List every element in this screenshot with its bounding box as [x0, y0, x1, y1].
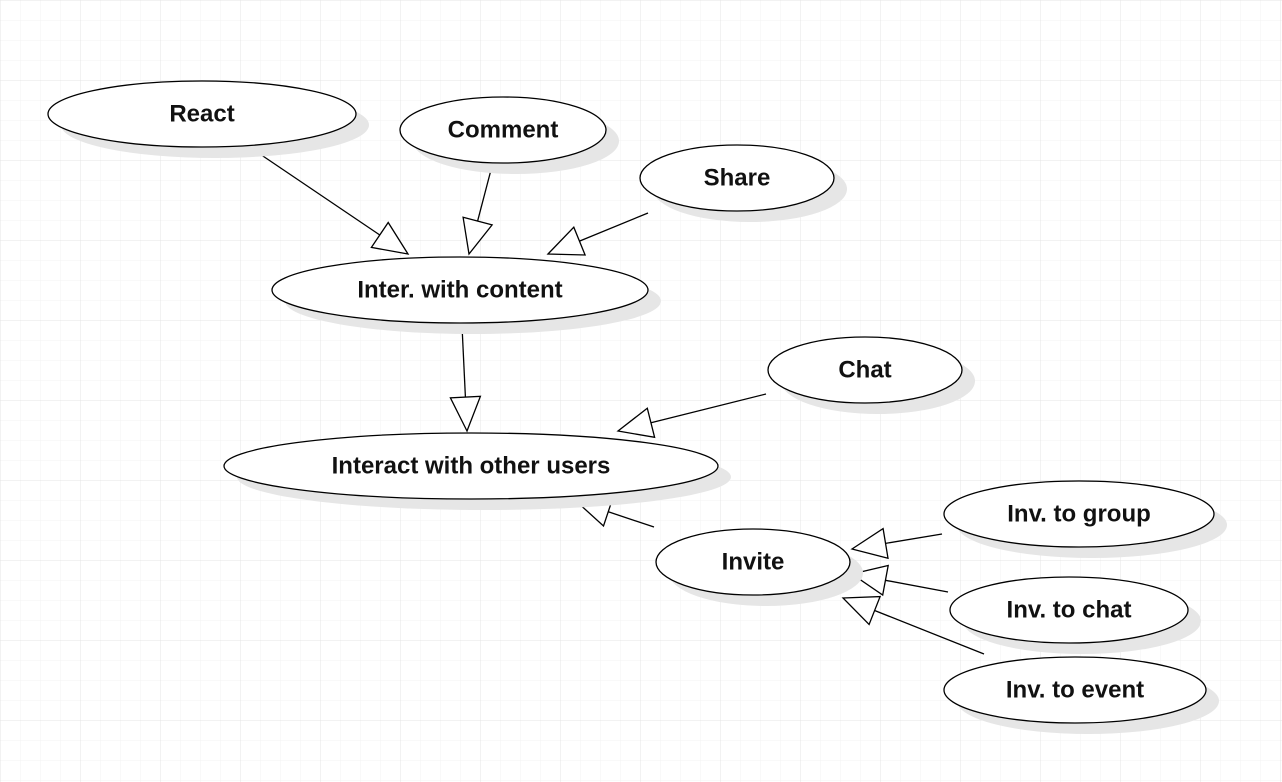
- use-case-ellipse[interactable]: [223, 432, 719, 500]
- use-case-label: Share: [704, 165, 771, 192]
- edge-comment-to-inter-content: [462, 165, 494, 256]
- edge-inv-group-to-invite: [850, 527, 943, 560]
- generalization-arrowhead: [546, 226, 587, 256]
- generalization-arrowhead: [370, 221, 410, 255]
- use-case-label: React: [169, 101, 234, 128]
- use-case-ellipse[interactable]: [949, 576, 1189, 644]
- use-case-ellipse[interactable]: [767, 336, 963, 404]
- edge-line: [650, 393, 767, 424]
- edge-line: [885, 533, 943, 545]
- generalization-arrowhead: [616, 407, 656, 439]
- use-case-ellipse[interactable]: [943, 480, 1215, 548]
- use-case-inv-chat[interactable]: Inv. to chat: [949, 576, 1201, 654]
- use-case-react[interactable]: React: [47, 80, 369, 158]
- use-case-label: Comment: [448, 117, 559, 144]
- generalization-arrowhead: [462, 216, 494, 256]
- use-case-label: Inv. to group: [1007, 501, 1151, 528]
- generalization-arrowhead: [449, 395, 482, 433]
- use-case-invite[interactable]: Invite: [655, 528, 863, 606]
- use-case-label: Chat: [838, 357, 891, 384]
- edge-line: [253, 149, 381, 236]
- edge-line: [476, 165, 493, 222]
- generalization-arrowhead: [841, 595, 882, 626]
- use-case-label: Inv. to chat: [1007, 597, 1132, 624]
- use-case-inter-content[interactable]: Inter. with content: [271, 256, 661, 334]
- edge-line: [874, 609, 985, 655]
- edge-react-to-inter-content: [253, 149, 410, 255]
- use-case-label: Inv. to event: [1006, 677, 1144, 704]
- use-case-inv-group[interactable]: Inv. to group: [943, 480, 1227, 558]
- edge-line: [885, 579, 949, 593]
- edge-share-to-inter-content: [546, 212, 649, 256]
- use-case-ellipse[interactable]: [943, 656, 1207, 724]
- edges-layer: [253, 149, 985, 655]
- generalization-arrowhead: [850, 527, 889, 560]
- edge-inv-event-to-invite: [841, 595, 985, 655]
- use-case-ellipse[interactable]: [47, 80, 357, 148]
- use-case-chat[interactable]: Chat: [767, 336, 975, 414]
- use-case-label: Inter. with content: [357, 277, 562, 304]
- edge-line: [579, 212, 649, 242]
- use-case-inv-event[interactable]: Inv. to event: [943, 656, 1219, 734]
- edge-chat-to-interact-users: [616, 393, 767, 439]
- use-case-share[interactable]: Share: [639, 144, 847, 222]
- edge-line: [608, 511, 655, 528]
- use-case-ellipse[interactable]: [639, 144, 835, 212]
- edge-inter-content-to-interact-users: [449, 325, 482, 433]
- use-case-ellipse[interactable]: [655, 528, 851, 596]
- edge-line: [461, 325, 467, 398]
- use-case-interact-users[interactable]: Interact with other users: [223, 432, 731, 510]
- use-case-ellipse[interactable]: [399, 96, 607, 164]
- use-case-comment[interactable]: Comment: [399, 96, 619, 174]
- use-case-label: Interact with other users: [332, 453, 611, 480]
- use-case-ellipse[interactable]: [271, 256, 649, 324]
- use-case-label: Invite: [722, 549, 785, 576]
